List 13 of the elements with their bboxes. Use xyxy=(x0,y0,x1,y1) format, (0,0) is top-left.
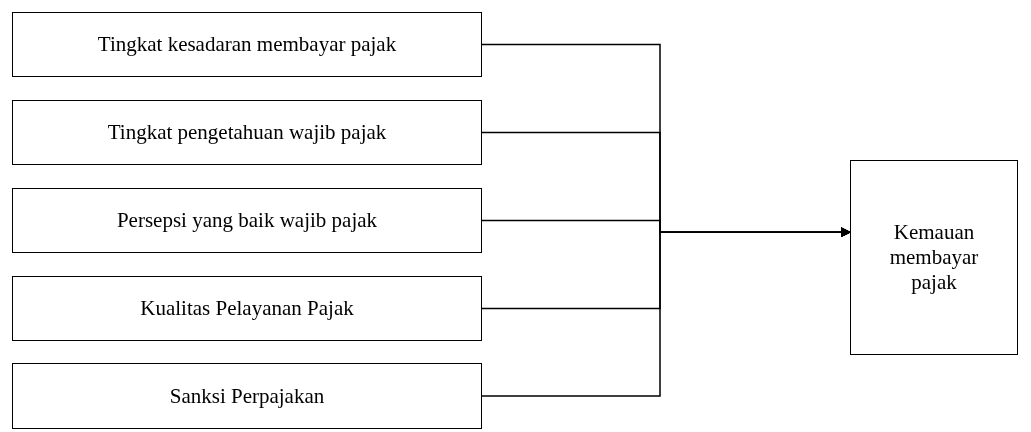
factor-box xyxy=(12,100,482,165)
box-text: Kemauan membayar pajak xyxy=(888,220,980,295)
factor-box xyxy=(12,276,482,341)
factor-box xyxy=(12,188,482,253)
box-text: Kualitas Pelayanan Pajak xyxy=(140,296,354,321)
box-text: Tingkat kesadaran membayar pajak xyxy=(97,32,397,57)
box-text: Sanksi Perpajakan xyxy=(169,383,325,409)
factor-box xyxy=(12,363,482,429)
factor-box xyxy=(12,12,482,77)
outcome-box xyxy=(850,160,1018,355)
box-text: Tingkat pengetahuan wajib pajak xyxy=(107,120,387,145)
connector-arrow xyxy=(481,227,851,397)
box-text: Persepsi yang baik wajib pajak xyxy=(116,208,378,233)
